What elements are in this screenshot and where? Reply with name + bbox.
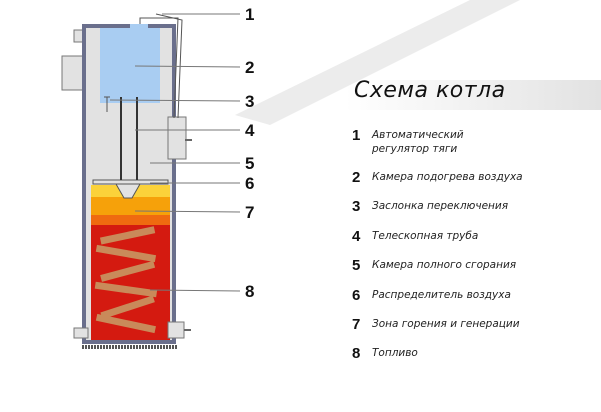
legend-num: 1 (352, 127, 361, 144)
legend-item: 6 Распределитель воздуха (352, 287, 592, 304)
diagram-title: Схема котла (354, 78, 506, 103)
legend-num: 5 (352, 257, 361, 274)
decor-wedge (235, 0, 520, 125)
legend-item: 5 Камера полного сгорания (352, 257, 592, 274)
legend-item: 1 Автоматический регулятор тяги (352, 127, 592, 156)
label-4: 4 (245, 121, 255, 140)
title-band (345, 80, 601, 110)
draft-regulator (139, 17, 179, 119)
legend-item: 4 Телескопная труба (352, 228, 592, 245)
label-2: 2 (245, 58, 255, 77)
legend-text: Автоматический регулятор тяги (372, 129, 464, 155)
label-6: 6 (245, 174, 255, 193)
label-8: 8 (245, 282, 255, 301)
legend-num: 7 (352, 316, 361, 333)
legend-item: 7 Зона горения и генерации (352, 316, 592, 333)
legend-num: 3 (352, 198, 361, 215)
legend-text: Распределитель воздуха (372, 289, 511, 301)
legend-text: Зона горения и генерации (372, 318, 520, 330)
legend-text: Камера полного сгорания (372, 259, 517, 271)
legend-text: Топливо (372, 347, 418, 359)
leader-lines (109, 13, 241, 292)
legend-text: Заслонка переключения (372, 200, 509, 212)
air-chamber (100, 28, 160, 103)
legend-text: Камера подогрева воздуха (372, 171, 523, 183)
legend-item: 3 Заслонка переключения (352, 198, 592, 215)
legend-item: 2 Камера подогрева воздуха (352, 169, 592, 186)
legend-num: 8 (352, 345, 361, 362)
legend-text: Телескопная труба (372, 230, 479, 242)
label-1: 1 (245, 5, 255, 24)
label-5: 5 (245, 154, 255, 173)
label-7: 7 (245, 203, 255, 222)
legend-num: 6 (352, 287, 361, 304)
legend-num: 4 (352, 228, 361, 245)
legend-item: 8 Топливо (352, 345, 592, 362)
right-box (167, 116, 187, 160)
label-3: 3 (245, 92, 255, 111)
wood-logs (94, 226, 158, 334)
legend-num: 2 (352, 169, 361, 186)
